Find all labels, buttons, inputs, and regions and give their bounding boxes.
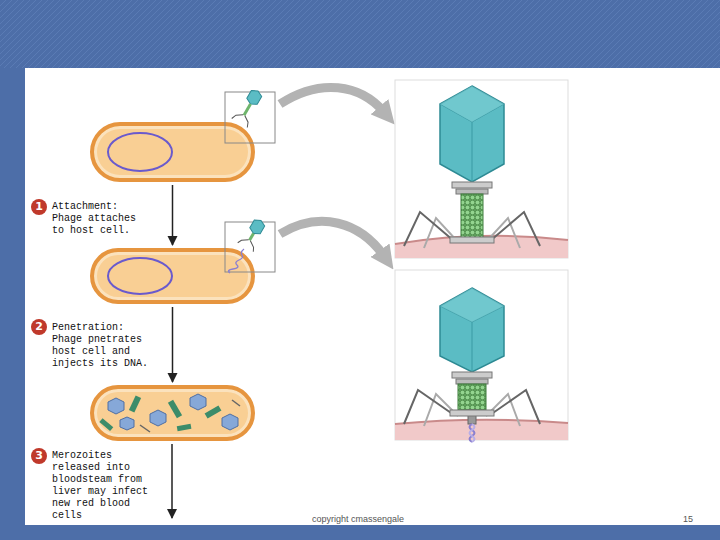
phage-tail — [243, 103, 252, 116]
phage-collar — [452, 182, 492, 188]
flow-arrow — [172, 307, 174, 382]
zoom-panel — [395, 270, 568, 440]
tail-fiber — [486, 394, 520, 426]
phage-tail — [248, 233, 255, 241]
tail-fiber — [424, 394, 458, 426]
tail-fiber — [490, 212, 540, 246]
tail-fiber — [486, 218, 520, 248]
phage-head — [248, 217, 266, 236]
bacterial-cell: 2Penetration: Phage pnetrates host cell … — [90, 248, 255, 304]
phage-dna — [470, 424, 475, 442]
step-description: Penetration: Phage pnetrates host cell a… — [52, 322, 152, 370]
tail-fiber — [238, 236, 249, 247]
head-facet — [440, 306, 504, 322]
step-number: 3 — [31, 448, 47, 464]
zoom-panel — [395, 80, 568, 258]
cell-membrane — [395, 236, 568, 258]
phage-tail-sheath — [458, 384, 486, 410]
tail-fiber — [490, 390, 540, 424]
flow-arrow — [171, 444, 173, 518]
membrane-edge — [395, 236, 568, 244]
tail-fiber — [404, 390, 454, 424]
phage-baseplate — [450, 237, 494, 243]
step-number: 1 — [31, 199, 47, 215]
content-panel — [25, 68, 720, 525]
tail-fiber — [240, 116, 251, 128]
tail-fiber — [232, 111, 243, 123]
phage-head — [440, 86, 504, 182]
membrane-edge — [395, 420, 568, 424]
cell-membrane — [395, 420, 568, 440]
phage-collar — [456, 379, 488, 384]
slide-texture — [0, 0, 720, 68]
bacterial-cell: 3Merozoites released into bloodsteam fro… — [90, 385, 255, 441]
step-number: 2 — [31, 319, 47, 335]
head-facet — [440, 104, 504, 122]
slide-number: 15 — [683, 514, 693, 524]
tail-fiber — [404, 212, 454, 246]
small-phage — [238, 216, 269, 252]
phage-tail-sheath — [461, 194, 483, 238]
head-facet — [440, 288, 504, 322]
step-description: Merozoites released into bloodsteam from… — [52, 450, 152, 522]
flow-arrow — [172, 185, 174, 245]
head-facet — [472, 122, 473, 182]
phage-head — [245, 88, 263, 107]
phage-collar — [456, 189, 488, 194]
tail-fiber — [424, 218, 458, 248]
phage-head — [440, 288, 504, 372]
phage-baseplate — [450, 410, 494, 416]
zoom-arrow — [280, 221, 384, 256]
small-phage — [232, 86, 266, 127]
phage-tail-tube — [468, 410, 476, 424]
head-facet — [472, 322, 473, 372]
phage-collar — [452, 372, 492, 378]
head-facet — [440, 86, 504, 122]
tail-fiber — [246, 241, 257, 252]
step-description: Attachment: Phage attaches to host cell. — [52, 201, 152, 237]
zoom-arrow — [280, 87, 384, 112]
footer-note: copyright cmassengale — [312, 514, 404, 524]
bacterial-cell: 1Attachment: Phage attaches to host cell… — [90, 122, 255, 182]
phage-dna — [470, 424, 475, 442]
